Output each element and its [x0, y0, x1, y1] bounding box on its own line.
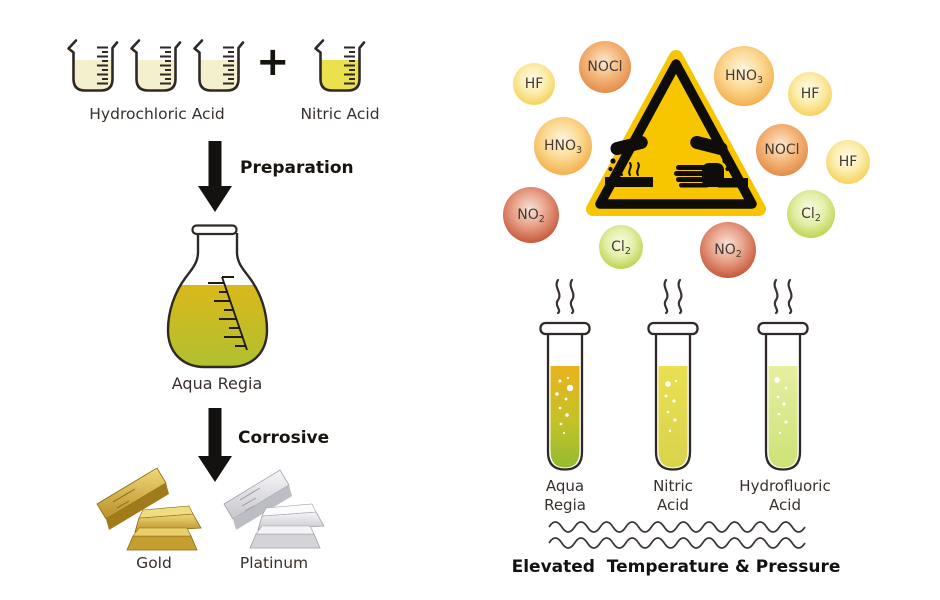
gold-bars-image	[96, 467, 202, 551]
test-tube-hydrofluoric-acid	[757, 278, 809, 471]
corrosive-arrow-icon	[198, 408, 232, 482]
heat-wavy-lines-icon	[548, 521, 806, 549]
corrosive-warning-sign	[586, 50, 766, 216]
flask-graduations	[208, 276, 248, 351]
preparation-arrow-icon	[198, 141, 232, 212]
aqua-regia-label: Aqua Regia	[171, 374, 263, 393]
gas-bubble-hf-1: HF	[513, 63, 555, 105]
gas-bubble-hf-2: HF	[788, 72, 832, 116]
gold-label: Gold	[136, 554, 172, 572]
beaker-hcl-2	[130, 39, 182, 92]
hydrochloric-acid-label: Hydrochloric Acid	[89, 105, 225, 123]
gas-bubble-nocl-1: NOCl	[579, 41, 631, 93]
steam-icon	[555, 278, 575, 315]
steam-icon	[663, 278, 683, 315]
corrosive-label: Corrosive	[238, 428, 330, 448]
steam-icon	[773, 278, 793, 315]
beaker-hcl-3	[193, 39, 245, 92]
beaker-hcl-1	[67, 39, 119, 92]
gas-bubble-nocl-2: NOCl	[756, 124, 808, 176]
gas-bubble-hf-3: HF	[826, 140, 870, 184]
test-tube-aqua-regia	[539, 278, 591, 471]
platinum-label: Platinum	[239, 554, 309, 572]
corrosive-pictogram	[605, 135, 748, 188]
platinum-bars-image	[223, 469, 325, 549]
elevated-temperature-pressure-label: Elevated Temperature & Pressure	[511, 557, 841, 577]
test-tube-nitric-acid	[647, 278, 699, 471]
aqua-regia-flask	[166, 224, 269, 369]
beaker-nitric	[314, 39, 366, 92]
nitric-acid-label: Nitric Acid	[300, 105, 380, 123]
preparation-label: Preparation	[240, 158, 354, 178]
plus-sign: +	[256, 39, 290, 85]
